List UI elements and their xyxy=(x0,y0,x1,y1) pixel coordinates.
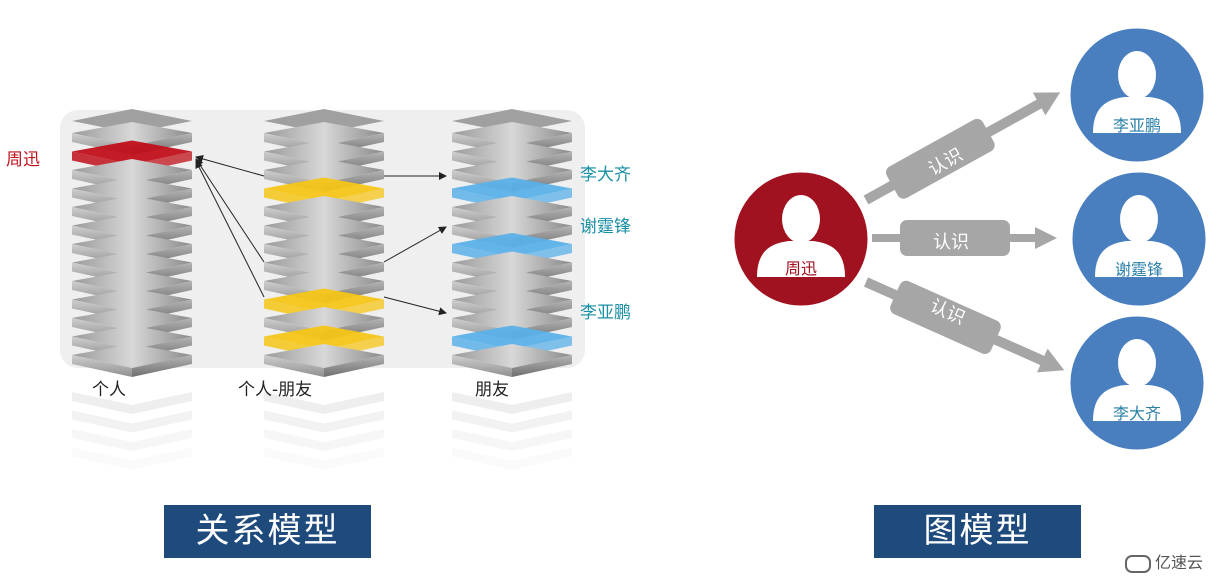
person-silhouette-icon xyxy=(1093,51,1181,133)
edge-middle xyxy=(872,220,1057,256)
stack-reflection-slab xyxy=(264,410,384,433)
stack-cap xyxy=(452,109,572,133)
relation-arrows xyxy=(195,155,447,316)
arrow-row-to-person-2 xyxy=(195,158,265,263)
stack-cap xyxy=(264,109,384,133)
stack-reflection-slab xyxy=(72,429,192,451)
person-silhouette-icon xyxy=(1095,195,1183,277)
stack-reflection-slab xyxy=(264,392,384,414)
edge-label-middle: 认识 xyxy=(933,232,969,253)
edge-bottom xyxy=(863,277,1065,373)
arrow-row-to-person-1 xyxy=(195,155,265,177)
watermark-text: 亿速云 xyxy=(1154,553,1203,572)
person-silhouette-icon xyxy=(1093,339,1181,421)
stack-reflection-slab xyxy=(452,410,572,433)
stack-reflection-slab xyxy=(264,447,384,470)
edge-top xyxy=(863,92,1061,205)
stack-reflection-slab xyxy=(72,447,192,470)
node-middle-label: 谢霆锋 xyxy=(1114,260,1163,279)
watermark: 亿速云 xyxy=(1124,549,1203,573)
column-label-person-friend: 个人-朋友 xyxy=(238,380,313,400)
node-bottom-label: 李大齐 xyxy=(1112,404,1161,423)
table-reflections xyxy=(72,392,572,470)
arrow-to-friend-2 xyxy=(383,226,447,263)
cloud-logo-icon xyxy=(1124,554,1151,573)
arrow-to-friend-3 xyxy=(383,296,447,316)
stack-reflection-slab xyxy=(72,410,192,433)
friend-label-1: 李大齐 xyxy=(580,165,631,185)
graph-model-title: 图模型 xyxy=(874,505,1081,558)
column-label-friend: 朋友 xyxy=(475,380,509,400)
table-row-slab xyxy=(264,344,384,377)
stack-reflection-slab xyxy=(452,429,572,451)
arrow-row-to-person-3 xyxy=(195,160,265,298)
friend-label-2: 谢霆锋 xyxy=(580,217,631,237)
stack-reflection-slab xyxy=(452,392,572,414)
node-bottom xyxy=(1067,313,1207,453)
graph-edges xyxy=(863,92,1065,373)
node-top xyxy=(1067,25,1207,165)
stack-reflection-slab xyxy=(264,429,384,451)
person-label: 周迅 xyxy=(6,150,40,170)
node-center xyxy=(731,169,871,309)
node-center-label: 周迅 xyxy=(784,259,817,278)
friend-label-3: 李亚鹏 xyxy=(580,303,631,323)
column-label-person: 个人 xyxy=(92,380,126,400)
stack-cap xyxy=(72,109,192,133)
table-stacks xyxy=(72,109,572,377)
stack-reflection-slab xyxy=(72,392,192,414)
node-middle xyxy=(1069,169,1209,309)
relational-model-title: 关系模型 xyxy=(164,505,371,558)
stack-reflection-slab xyxy=(452,447,572,470)
table-row-slab xyxy=(452,344,572,377)
graph-nodes xyxy=(731,25,1209,453)
person-silhouette-icon xyxy=(757,195,845,277)
table-row-slab xyxy=(72,344,192,377)
node-top-label: 李亚鹏 xyxy=(1112,116,1161,135)
